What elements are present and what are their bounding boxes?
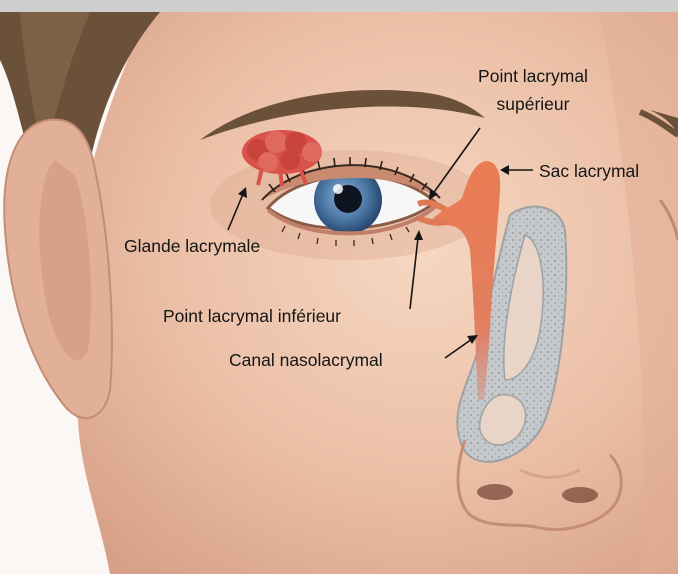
label-point-lacrymal-inferieur: Point lacrymal inférieur xyxy=(163,306,341,326)
top-bar xyxy=(0,0,678,12)
nostril-right xyxy=(562,487,598,503)
label-glande-lacrymale: Glande lacrymale xyxy=(124,236,260,256)
nostril-left xyxy=(477,484,513,500)
label-sac-lacrymal: Sac lacrymal xyxy=(539,161,639,181)
label-point-lacrymal-superieur-line2: supérieur xyxy=(497,94,570,114)
label-canal-nasolacrymal: Canal nasolacrymal xyxy=(229,350,383,370)
label-point-lacrymal-superieur-line1: Point lacrymal xyxy=(478,66,588,86)
